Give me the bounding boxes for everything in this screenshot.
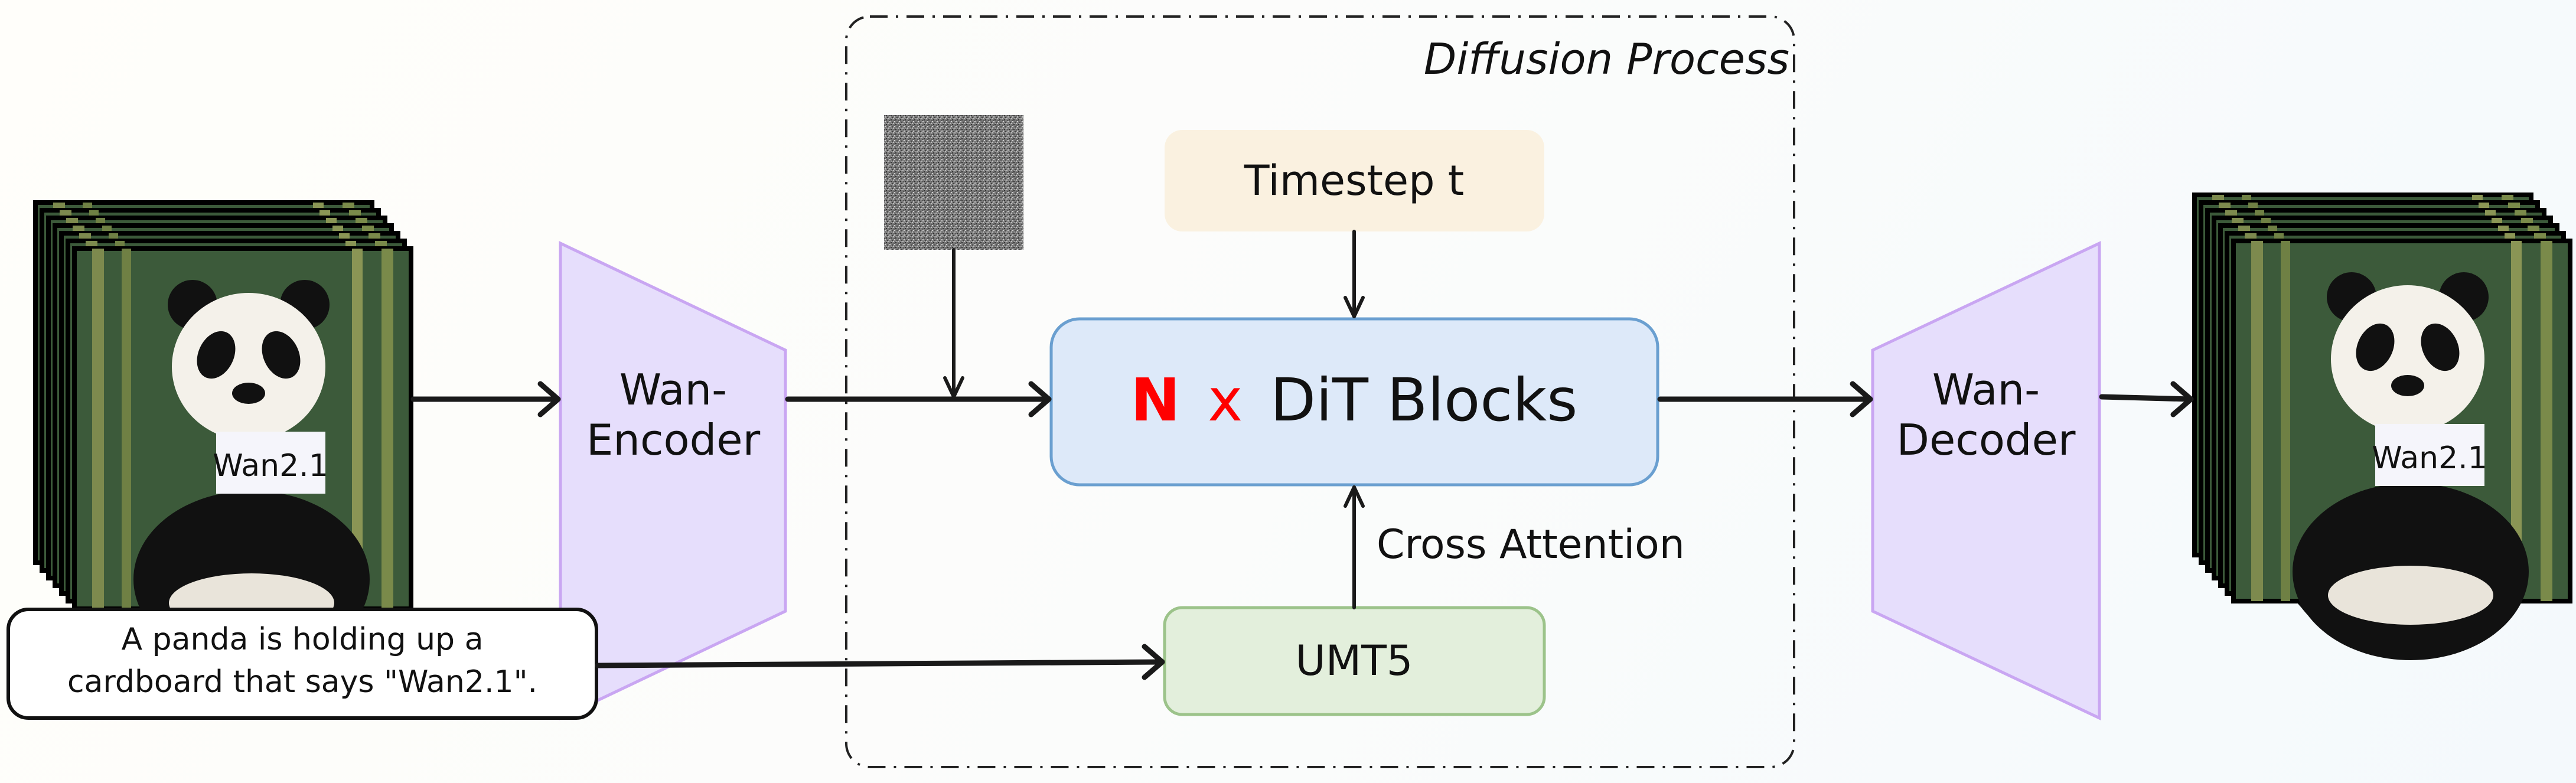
- diffusion-process-container: [845, 15, 1795, 768]
- noise-image: [884, 115, 1023, 250]
- diffusion-process-title: Diffusion Process: [1424, 34, 1789, 84]
- arrow-umt5-to-dit: [1344, 485, 1365, 609]
- arrow-encoder-to-dit: [785, 381, 1052, 417]
- prompt-line-2: cardboard that says "Wan2.1".: [67, 664, 537, 700]
- dit-blocks-box: [1049, 317, 1659, 487]
- dit-text: DiT Blocks: [1270, 366, 1577, 435]
- dit-label: N x DiT Blocks: [1131, 366, 1578, 435]
- arrow-dit-to-decoder: [1657, 381, 1873, 417]
- input-sign-text: Wan2.1: [213, 448, 328, 484]
- arrow-input-to-encoder: [410, 381, 561, 417]
- timestep-label: Timestep t: [1244, 156, 1464, 205]
- encoder-label-2: Encoder: [586, 415, 761, 465]
- arrow-decoder-to-output: [2099, 381, 2194, 417]
- timestep-box: [1165, 130, 1544, 231]
- umt5-label: UMT5: [1296, 637, 1413, 685]
- wan-decoder: [1871, 241, 2101, 720]
- output-sign-text: Wan2.1: [2372, 441, 2487, 476]
- output-video-frames: Wan2.1: [2195, 195, 2570, 660]
- arrow-timestep-to-dit: [1344, 230, 1365, 318]
- dit-x: x: [1208, 366, 1243, 435]
- decoder-label-2: Decoder: [1897, 415, 2076, 465]
- prompt-line-1: A panda is holding up a: [122, 622, 484, 657]
- input-video-frames: Wan2.1: [35, 203, 411, 668]
- encoder-label-1: Wan-: [619, 365, 727, 415]
- wan-encoder: [559, 241, 787, 720]
- dit-n: N: [1131, 366, 1181, 435]
- arrow-prompt-to-umt5: [595, 644, 1165, 680]
- arrow-noise-to-latent: [943, 248, 964, 399]
- decoder-label-1: Wan-: [1932, 365, 2040, 415]
- cross-attention-label: Cross Attention: [1377, 521, 1685, 568]
